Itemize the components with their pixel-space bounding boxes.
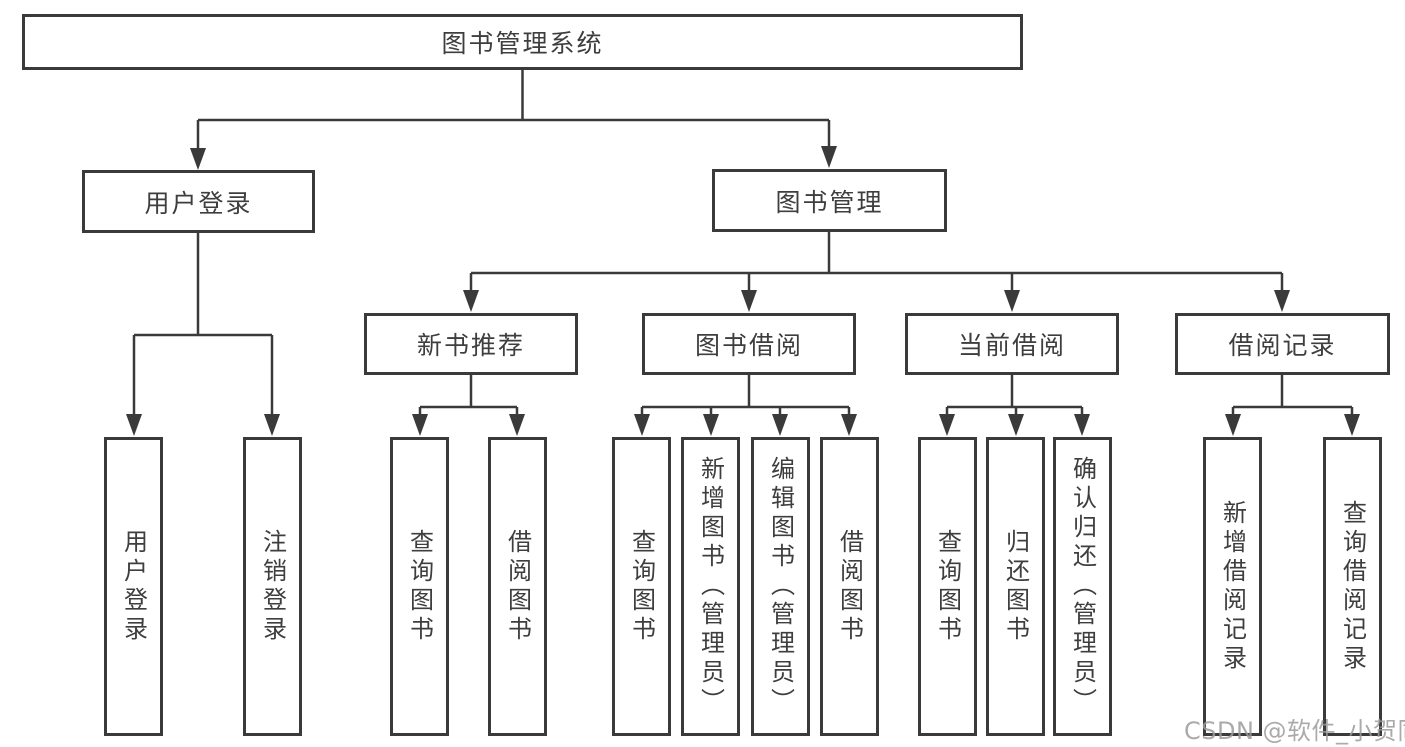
leaf-logout-login: 注销登录 <box>243 437 302 736</box>
leaf-borrow-add-books-admin: 新增图书（管理员） <box>681 437 740 736</box>
leaf-newbooks-borrow-books: 借阅图书 <box>488 437 547 736</box>
node-user-login: 用户登录 <box>82 170 315 233</box>
leaf-records-add-record: 新增借阅记录 <box>1203 437 1262 736</box>
leaf-current-return-books: 归还图书 <box>986 437 1045 736</box>
leaf-current-confirm-return-admin: 确认归还（管理员） <box>1053 437 1112 736</box>
leaf-borrow-edit-books-admin: 编辑图书（管理员） <box>751 437 810 736</box>
leaf-current-query-books: 查询图书 <box>918 437 977 736</box>
leaf-user-login: 用户登录 <box>104 437 163 736</box>
leaf-borrow-borrow-books: 借阅图书 <box>820 437 879 736</box>
arrowheads <box>126 146 1360 436</box>
connector-paths <box>132 70 1354 420</box>
node-new-book-recommend: 新书推荐 <box>364 313 578 375</box>
leaf-records-query-record: 查询借阅记录 <box>1323 437 1382 736</box>
node-book-borrow: 图书借阅 <box>642 313 856 375</box>
leaf-borrow-query-books: 查询图书 <box>612 437 671 736</box>
leaf-newbooks-query-books: 查询图书 <box>390 437 449 736</box>
node-borrow-records: 借阅记录 <box>1175 313 1390 375</box>
node-current-borrow: 当前借阅 <box>905 313 1119 375</box>
node-library-system: 图书管理系统 <box>22 14 1023 70</box>
node-book-management: 图书管理 <box>712 169 947 232</box>
